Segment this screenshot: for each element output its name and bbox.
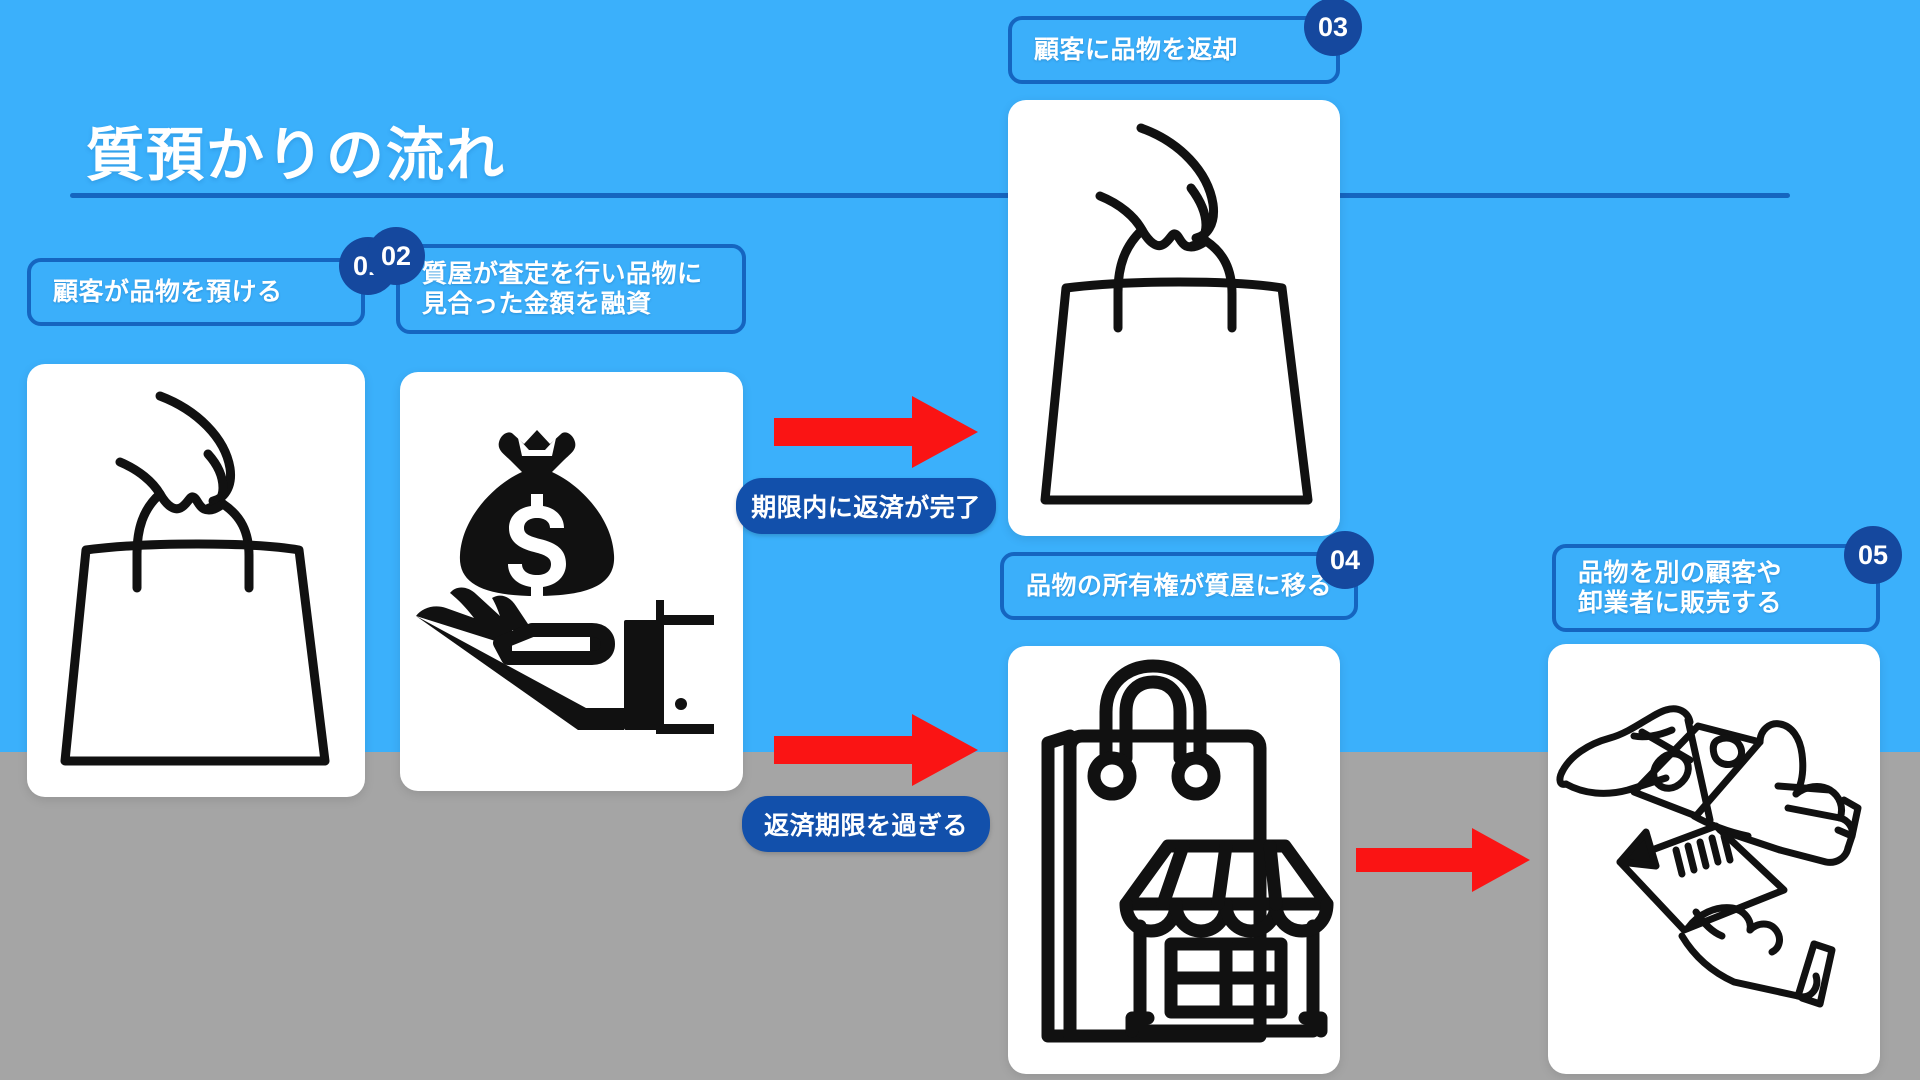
step-02-number-badge: 02	[367, 227, 425, 285]
arrow-to-step-03	[774, 396, 978, 468]
connector-badge-1-text: 期限内に返済が完了	[751, 494, 981, 522]
step-05-illustration-card	[1548, 644, 1880, 1074]
title-underline	[70, 193, 1790, 198]
step-03-pill: 顧客に品物を返却	[1008, 16, 1340, 84]
connector-badge-repaid-in-time: 期限内に返済が完了	[736, 478, 996, 534]
step-04-number-badge: 04	[1316, 531, 1374, 589]
step-02-pill: 質屋が査定を行い品物に 見合った金額を融資	[396, 244, 746, 334]
step-01-illustration-card	[27, 364, 365, 797]
step-04-text: 品物の所有権が質屋に移る	[1026, 571, 1333, 600]
shopping-bag-with-shop-icon	[1041, 659, 1334, 1043]
connector-badge-2-text: 返済期限を過ぎる	[763, 812, 968, 840]
step-05-label: 品物を別の顧客や 卸業者に販売する 05	[1552, 526, 1902, 632]
hand-holding-shopping-bag-icon	[60, 391, 330, 766]
step-04-illustration-card	[1008, 646, 1340, 1074]
money-bag-on-hand-icon	[416, 430, 714, 734]
hands-exchanging-money-icon	[1556, 705, 1862, 1008]
step-02-label: 質屋が査定を行い品物に 見合った金額を融資 02	[367, 227, 746, 334]
step-03-text: 顧客に品物を返却	[1034, 35, 1239, 64]
step-03-number-badge: 03	[1304, 0, 1362, 56]
step-05-number-badge: 05	[1844, 526, 1902, 584]
step-02-text: 質屋が査定を行い品物に 見合った金額を融資	[422, 259, 703, 319]
step-02-illustration-card	[400, 372, 743, 791]
arrow-right-icon	[774, 714, 978, 786]
page-title: 質預かりの流れ	[86, 123, 507, 188]
step-03-illustration-card	[1008, 100, 1340, 536]
hand-holding-shopping-bag-icon	[1040, 123, 1313, 505]
step-04-pill: 品物の所有権が質屋に移る	[1000, 552, 1358, 620]
step-04-label: 品物の所有権が質屋に移る 04	[1000, 531, 1374, 620]
connector-badge-overdue: 返済期限を過ぎる	[742, 796, 990, 852]
arrow-right-icon	[774, 396, 978, 468]
step-05-text: 品物を別の顧客や 卸業者に販売する	[1578, 558, 1783, 618]
arrow-to-step-05	[1356, 828, 1530, 892]
step-05-pill: 品物を別の顧客や 卸業者に販売する	[1552, 544, 1880, 632]
step-01-pill: 顧客が品物を預ける	[27, 258, 365, 326]
step-03-label: 顧客に品物を返却 03	[1008, 0, 1362, 84]
arrow-right-icon	[1356, 828, 1530, 892]
arrow-to-step-04	[774, 714, 978, 786]
step-01-text: 顧客が品物を預ける	[53, 277, 283, 306]
step-01-label: 顧客が品物を預ける 01	[27, 237, 397, 326]
